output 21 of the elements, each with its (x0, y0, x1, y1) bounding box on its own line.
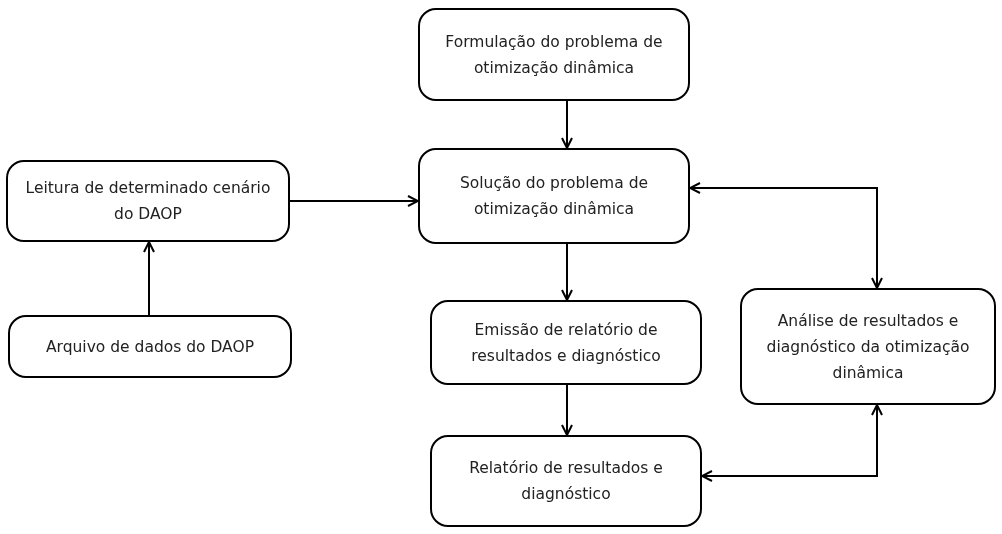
arrow (701, 404, 883, 482)
arrow (561, 243, 573, 301)
process-box (430, 435, 702, 527)
process-box (6, 160, 290, 242)
box-label: Formulação do problema de otimização dinâmica (444, 31, 664, 79)
box-label: Relatório de resultados e diagnóstico (468, 458, 664, 505)
arrow (143, 241, 155, 316)
process-box (740, 288, 996, 405)
arrow (561, 100, 573, 149)
box-label: Arquivo de dados do DAOP (46, 336, 254, 358)
arrow (561, 384, 573, 436)
arrow (289, 195, 419, 207)
box-label: Leitura de determinado cenário do DAOP (24, 178, 272, 225)
process-box (430, 300, 702, 385)
box-label: Solução do problema de otimização dinâmica (458, 173, 650, 220)
arrow (689, 182, 883, 289)
box-label: Emissão de relatório de resultados e diagnóstico (470, 319, 662, 367)
process-box (418, 8, 690, 101)
process-box (8, 315, 292, 378)
box-label: Análise de resultados e diagnóstico da otimização dinâmica (765, 310, 971, 384)
process-box (418, 148, 690, 244)
